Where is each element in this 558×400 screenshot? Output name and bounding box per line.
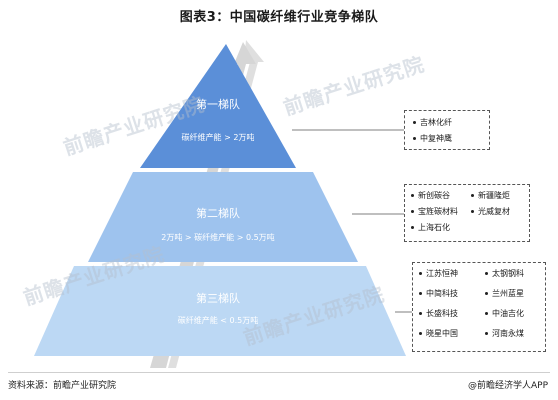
company-item: 中简科技 [419,288,458,299]
company-item: 宝旌碳材料 [411,206,458,217]
company-item: 中复神鹰 [413,133,452,144]
footer-source: 资料来源：前瞻产业研究院 [8,381,117,391]
company-item: 兰州蓝星 [485,288,524,299]
tier-1-shape [140,44,296,168]
company-item: 江苏恒神 [419,268,458,279]
company-item: 晓星中国 [419,328,458,339]
company-item: 新疆隆炬 [471,190,510,201]
tier-2-shape [88,172,358,262]
company-item: 光威复材 [471,206,510,217]
pyramid-diagram [34,40,412,368]
company-item: 长盛科技 [419,308,458,319]
tier-1-criterion: 碳纤维产能 > 2万吨 [181,133,255,142]
company-item: 新创碳谷 [411,190,450,201]
tier-1-company-box: 吉林化纤 中复神鹰 [404,110,490,150]
tier-1-name: 第一梯队 [196,98,240,111]
tier-2-criterion: 2万吨 > 碳纤维产能 > 0.5万吨 [161,233,275,242]
tier-3-name: 第三梯队 [196,292,240,305]
company-item: 太钢钢科 [485,268,524,279]
footer-divider [8,372,550,373]
company-item: 上海石化 [411,222,450,233]
tier-3-criterion: 碳纤维产能 < 0.5万吨 [177,316,259,325]
company-item: 河南永煤 [485,328,524,339]
company-item: 吉林化纤 [413,117,452,128]
tier-3-company-box: 江苏恒神 太钢钢科 中简科技 兰州蓝星 长盛科技 中油吉化 晓星中国 河南永煤 [412,262,546,352]
footer-brand: @前瞻经济学人APP [467,381,548,391]
tier-2-name: 第二梯队 [196,207,240,220]
tier-3-shape [34,266,406,356]
figure-title: 图表3：中国碳纤维行业竞争梯队 [179,10,379,25]
company-item: 中油吉化 [485,308,524,319]
tier-2-company-box: 新创碳谷 新疆隆炬 宝旌碳材料 光威复材 上海石化 [404,184,530,242]
